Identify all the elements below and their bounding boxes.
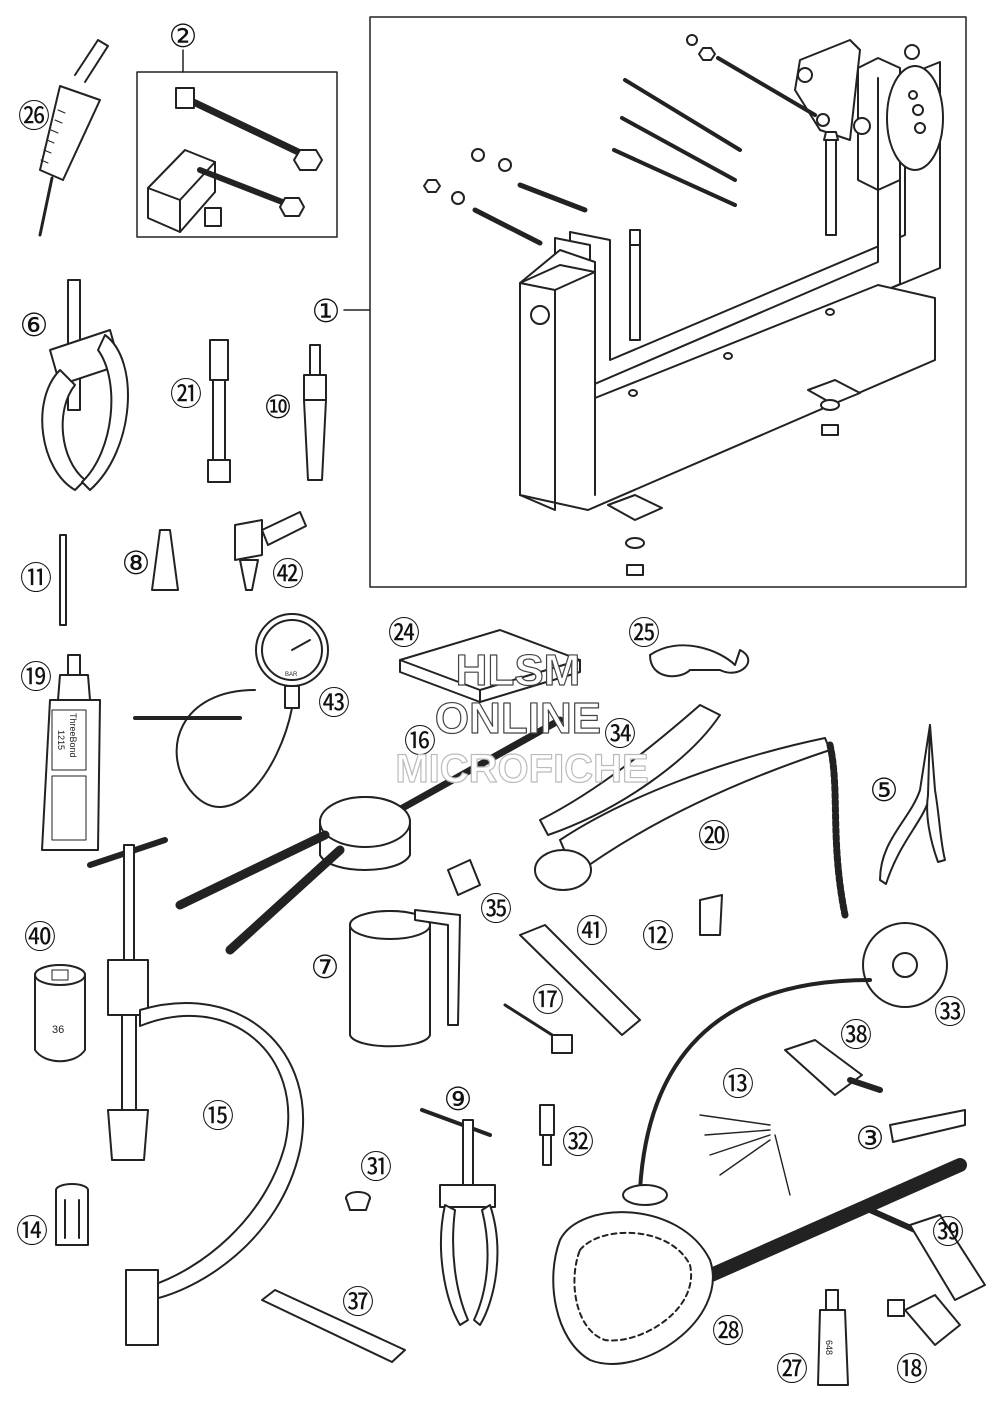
part-38-drift (784, 1039, 883, 1096)
part-13-feelers (699, 1114, 791, 1196)
callout-5: ⑤ (870, 771, 899, 809)
part-42-fitting (234, 511, 307, 591)
part-41-tool (519, 924, 641, 1036)
callout-39: ㊴ (932, 1213, 964, 1251)
watermark-line-3: MICROFICHE (395, 747, 648, 791)
callout-27: ㉗ (776, 1350, 808, 1388)
callout-43: ㊸ (318, 684, 350, 722)
callout-6: ⑥ (20, 306, 49, 344)
callout-13: ⑬ (722, 1065, 754, 1103)
callout-12: ⑫ (642, 917, 674, 955)
callout-2: ② (169, 17, 198, 55)
tube-brand-text: ThreeBond (68, 713, 78, 758)
watermark: HLSM ONLINE MICROFICHE (395, 645, 650, 791)
part-9-puller (420, 1108, 499, 1326)
callout-9: ⑨ (444, 1080, 473, 1118)
part-28-holder (552, 1158, 967, 1365)
part-21-tool (207, 339, 231, 483)
watermark-line-1: HLSM (456, 646, 581, 695)
callout-15: ⑮ (202, 1097, 234, 1135)
part-6-puller (41, 279, 129, 491)
callout-42: ㊷ (272, 555, 304, 593)
callout-20: ⑳ (698, 817, 730, 855)
part-32-pin (539, 1104, 555, 1166)
part-17-gauge-pin (503, 1003, 573, 1054)
callout-32: ㉜ (562, 1123, 594, 1161)
callout-34: ㉞ (604, 715, 636, 753)
callout-1: ① (312, 292, 341, 330)
part-24-plate (399, 629, 581, 703)
part-3-strip (889, 1109, 966, 1143)
callout-25: ㉕ (628, 614, 660, 652)
part-37-bar (261, 1289, 406, 1363)
part-33-dial (622, 922, 948, 1206)
part-40-socket (34, 964, 86, 1063)
group-1-frame (369, 16, 967, 588)
callout-10: ⑩ (264, 388, 293, 426)
tube-code-text: 1215 (56, 730, 66, 750)
part-34-lever (539, 704, 721, 836)
callout-7: ⑦ (311, 948, 340, 986)
callout-11: ⑪ (20, 559, 52, 597)
part-39-tool (867, 1207, 986, 1301)
callout-33: ㉝ (934, 993, 966, 1031)
callout-18: ⑱ (896, 1350, 928, 1388)
callout-37: ㊲ (342, 1283, 374, 1321)
part-8-cone (151, 529, 179, 591)
part-14-sleeve (55, 1183, 89, 1246)
callout-8: ⑧ (122, 544, 151, 582)
callouts: ① ② ③ ⑤ ⑥ ⑦ ⑧ ⑨ ⑩ ⑪ ⑫ ⑬ ⑭ ⑮ ⑯ ⑰ ⑱ ⑲ ⑳ ㉑ … (16, 17, 966, 1388)
group-2-frame (136, 71, 338, 238)
part-35-nut (447, 859, 481, 896)
callout-40: ㊵ (24, 918, 56, 956)
part-27-bottle (817, 1289, 849, 1386)
watermark-line-2: ONLINE (435, 694, 601, 743)
part-11-pin (59, 534, 67, 626)
callout-24: ㉔ (388, 614, 420, 652)
callout-16: ⑯ (404, 722, 436, 760)
part-16-holder (175, 716, 564, 955)
part-5-pliers (879, 724, 946, 885)
socket-size-text: 36 (52, 1024, 64, 1036)
part-15-clamp (87, 837, 305, 1346)
callout-35: ㉟ (480, 890, 512, 928)
part-18-adapter (887, 1294, 961, 1346)
part-43-gauge (133, 613, 329, 808)
part-7-compressor (349, 909, 461, 1048)
callout-38: ㊳ (840, 1016, 872, 1054)
gauge-unit-text: BAR (285, 672, 298, 678)
part-19-tube (41, 654, 101, 851)
part-2-bolts (147, 87, 323, 233)
part-20-chain-wrench (534, 737, 849, 919)
part-26-syringe (38, 39, 109, 237)
callout-3: ③ (856, 1119, 885, 1157)
callout-14: ⑭ (16, 1212, 48, 1250)
loctite-code-text: 648 (824, 1340, 834, 1355)
callout-41: ㊶ (576, 912, 608, 950)
callout-17: ⑰ (532, 981, 564, 1019)
engine-stand-part (423, 34, 944, 576)
part-31-cap (345, 1191, 371, 1211)
part-12-cone (699, 894, 723, 936)
callout-21: ㉑ (170, 375, 202, 413)
callout-19: ⑲ (20, 658, 52, 696)
part-25-clip (649, 644, 750, 678)
part-10-tool (303, 344, 327, 481)
callout-31: ㉛ (360, 1148, 392, 1186)
callout-26: ㉖ (18, 97, 50, 135)
callout-28: ㉘ (712, 1312, 744, 1350)
